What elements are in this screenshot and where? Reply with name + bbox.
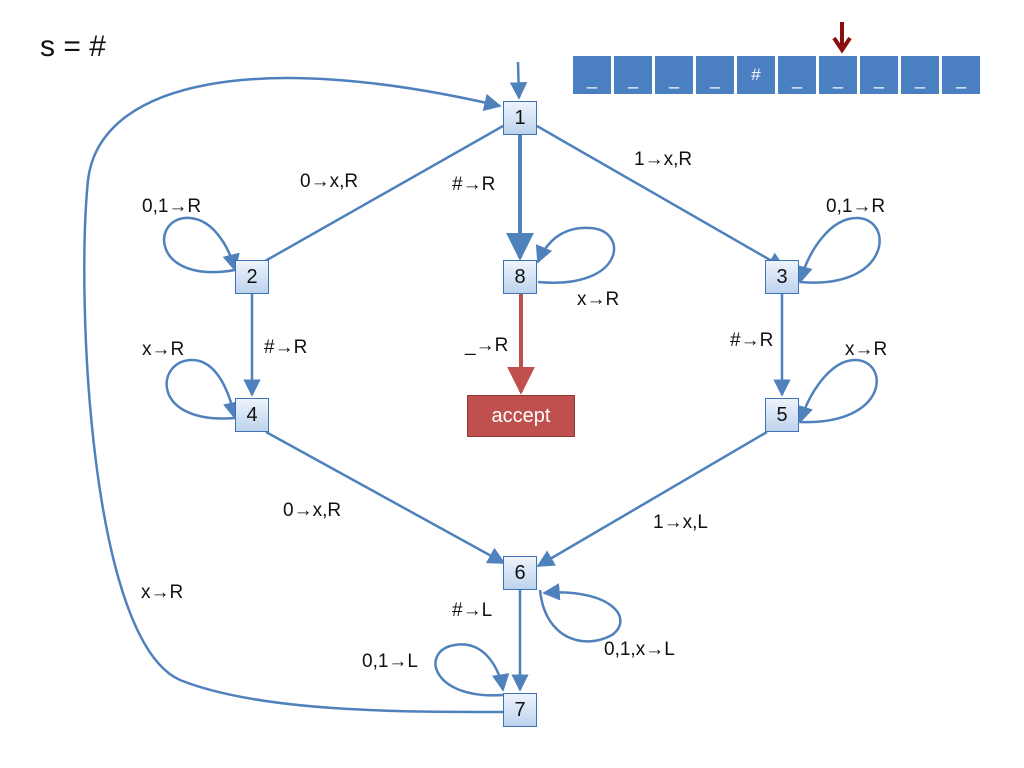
- state-4: 4: [235, 398, 269, 432]
- edge-4-6: [265, 430, 506, 565]
- label-7-1: x→R: [141, 582, 184, 603]
- label-loop-4: x→R: [142, 339, 185, 360]
- state-7: 7: [503, 693, 537, 727]
- loop-4: [165, 358, 241, 420]
- label-3-5: #→R: [730, 330, 774, 351]
- label-1-8: #→R: [452, 174, 496, 195]
- label-1-2: 0→x,R: [300, 171, 359, 192]
- tape-cell: _: [942, 56, 980, 94]
- tape-cell: #: [737, 56, 775, 94]
- tape-cell: _: [614, 56, 652, 94]
- state-1: 1: [503, 101, 537, 135]
- state-6: 6: [503, 556, 537, 590]
- label-loop-6: 0,1,x→L: [604, 639, 675, 660]
- start-arrow: [509, 61, 528, 100]
- loop-8: [535, 226, 616, 284]
- tape-cell: _: [778, 56, 816, 94]
- label-6-7: #→L: [452, 600, 493, 621]
- title-text: s = #: [40, 30, 106, 63]
- tape-cell: _: [573, 56, 611, 94]
- edge-1-2: [235, 124, 504, 279]
- loop-7: [434, 643, 510, 697]
- tape-cell-current: _: [819, 56, 857, 94]
- state-8: 8: [503, 260, 537, 294]
- loop-2: [162, 216, 240, 274]
- label-1-3: 1→x,R: [634, 149, 693, 170]
- tape-cell: _: [655, 56, 693, 94]
- tape: _ _ _ _ # _ _ _ _ _: [573, 56, 983, 96]
- accept-state: accept: [467, 395, 575, 437]
- state-3: 3: [765, 260, 799, 294]
- tape-cell: _: [901, 56, 939, 94]
- tape-cell: _: [696, 56, 734, 94]
- label-8-accept: _→R: [465, 335, 509, 356]
- loop-3: [795, 216, 881, 284]
- label-2-4: #→R: [264, 337, 308, 358]
- label-loop-3: 0,1→R: [826, 196, 886, 217]
- label-loop-2: 0,1→R: [142, 196, 202, 217]
- label-loop-5: x→R: [845, 339, 888, 360]
- label-5-6: 1→x,L: [653, 512, 708, 533]
- loop-6: [538, 583, 622, 643]
- label-loop-7: 0,1→L: [362, 651, 418, 672]
- edge-7-1: [83, 76, 504, 714]
- label-4-6: 0→x,R: [283, 500, 342, 521]
- loop-5: [796, 358, 878, 424]
- edge-5-6: [536, 430, 768, 568]
- tape-head-arrow: [832, 22, 852, 54]
- edge-1-3: [536, 124, 786, 270]
- tape-cell: _: [860, 56, 898, 94]
- label-loop-8: x→R: [577, 289, 620, 310]
- state-2: 2: [235, 260, 269, 294]
- state-5: 5: [765, 398, 799, 432]
